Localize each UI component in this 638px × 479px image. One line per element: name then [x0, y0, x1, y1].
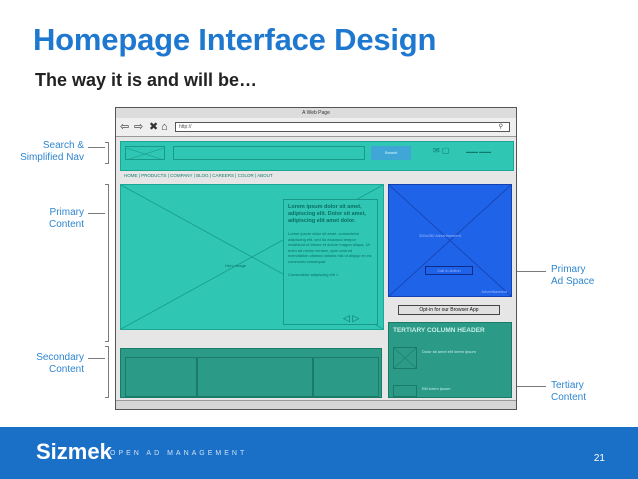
ad-cta-button[interactable]: Call to Action: [425, 266, 473, 275]
hero-image-caption: Hero Image: [225, 263, 246, 268]
leader-primary-content: [88, 213, 105, 214]
site-search-button[interactable]: Search: [371, 146, 411, 160]
slide-subtitle: The way it is and will be…: [35, 70, 258, 90]
site-header: Search ✉ ▢ ▬▬▬ ▬▬▬: [120, 141, 514, 171]
window-title: A Web Page: [116, 108, 516, 118]
forward-icon[interactable]: ⇨: [134, 121, 144, 133]
tertiary-column: TERTIARY COLUMN HEADER Dolor sit amet el…: [388, 322, 512, 398]
secondary-content: [120, 348, 382, 398]
callout-secondary-content: Secondary Content: [6, 352, 84, 376]
secondary-card-2[interactable]: [197, 357, 313, 397]
carousel-arrows-icon[interactable]: ◁ ▷: [343, 313, 360, 323]
logo-placeholder: [125, 146, 165, 161]
leader-tertiary-content: [516, 386, 546, 387]
browser-wireframe: A Web Page ⇦ ⇨ ✖ ⌂ http:// ⚲ Search ✉ ▢ …: [115, 107, 517, 410]
sizmek-logo: Sizmek: [36, 439, 112, 464]
tertiary-header: TERTIARY COLUMN HEADER: [393, 327, 485, 334]
mail-icon[interactable]: ✉ ▢: [433, 146, 450, 155]
secondary-card-1[interactable]: [125, 357, 197, 397]
tertiary-thumb-1: [393, 347, 417, 369]
url-text: http://: [179, 124, 192, 130]
site-search-input[interactable]: [173, 146, 365, 160]
page-number: 21: [593, 453, 605, 464]
callout-search-nav-text: Search & Simplified Nav: [20, 140, 84, 163]
callout-primary-ad: Primary Ad Space: [551, 264, 621, 288]
bracket-primary-content: [105, 184, 109, 342]
callout-primary-content: Primary Content: [6, 207, 84, 231]
hero-text-panel: Lorem ipsum dolor sit amet, adipiscing e…: [283, 199, 378, 325]
browser-toolbar: ⇦ ⇨ ✖ ⌂ http:// ⚲: [116, 118, 516, 137]
back-icon[interactable]: ⇦: [120, 121, 130, 133]
tertiary-thumb-2: [393, 385, 417, 397]
bracket-secondary-content: [105, 346, 109, 398]
leader-primary-ad: [516, 271, 546, 272]
secondary-card-3[interactable]: [313, 357, 379, 397]
tertiary-item-1[interactable]: Dolor sit amet elit lorem ipsum: [422, 349, 476, 354]
callout-tertiary-content-text: Tertiary Content: [551, 380, 587, 403]
tertiary-item-2[interactable]: Elit lorem ipsum: [422, 386, 451, 391]
hero-body: Lorem ipsum dolor sit amet, consectetur …: [288, 231, 372, 264]
callout-primary-ad-text: Primary Ad Space: [551, 264, 595, 287]
primary-ad-space[interactable]: 300x250 Advertisement Call to Action Adv…: [388, 184, 512, 297]
ad-text: 300x250 Advertisement: [419, 233, 461, 238]
leader-secondary-content: [88, 358, 105, 359]
callout-tertiary-content: Tertiary Content: [551, 380, 621, 404]
search-icon[interactable]: ⚲: [498, 124, 503, 130]
site-nav[interactable]: HOME | PRODUCTS | COMPANY | BLOG | CAREE…: [124, 173, 273, 178]
home-icon[interactable]: ⌂: [161, 121, 168, 133]
primary-content: Hero Image Lorem ipsum dolor sit amet, a…: [120, 184, 384, 330]
close-icon[interactable]: ✖: [149, 121, 159, 133]
url-bar[interactable]: http:// ⚲: [175, 122, 510, 132]
optin-button[interactable]: Opt-in for our Browser App: [398, 305, 500, 315]
leader-search-nav: [88, 147, 105, 148]
slide-title: Homepage Interface Design: [33, 22, 437, 57]
hero-link[interactable]: Consectetur adipiscing elit ››: [288, 272, 339, 277]
callout-search-nav: Search & Simplified Nav: [6, 140, 84, 164]
ad-footer: Advertisement: [481, 289, 507, 294]
footer-tagline: OPEN AD MANAGEMENT: [110, 450, 248, 457]
hero-headline: Lorem ipsum dolor sit amet, adipiscing e…: [288, 204, 366, 224]
browser-statusbar: [116, 400, 516, 409]
bracket-search-nav: [105, 142, 109, 164]
callout-secondary-content-text: Secondary Content: [36, 352, 84, 375]
slide-footer: Sizmek OPEN AD MANAGEMENT 21: [0, 427, 638, 479]
header-links[interactable]: ▬▬▬ ▬▬▬: [466, 149, 492, 154]
callout-primary-content-text: Primary Content: [48, 207, 84, 230]
